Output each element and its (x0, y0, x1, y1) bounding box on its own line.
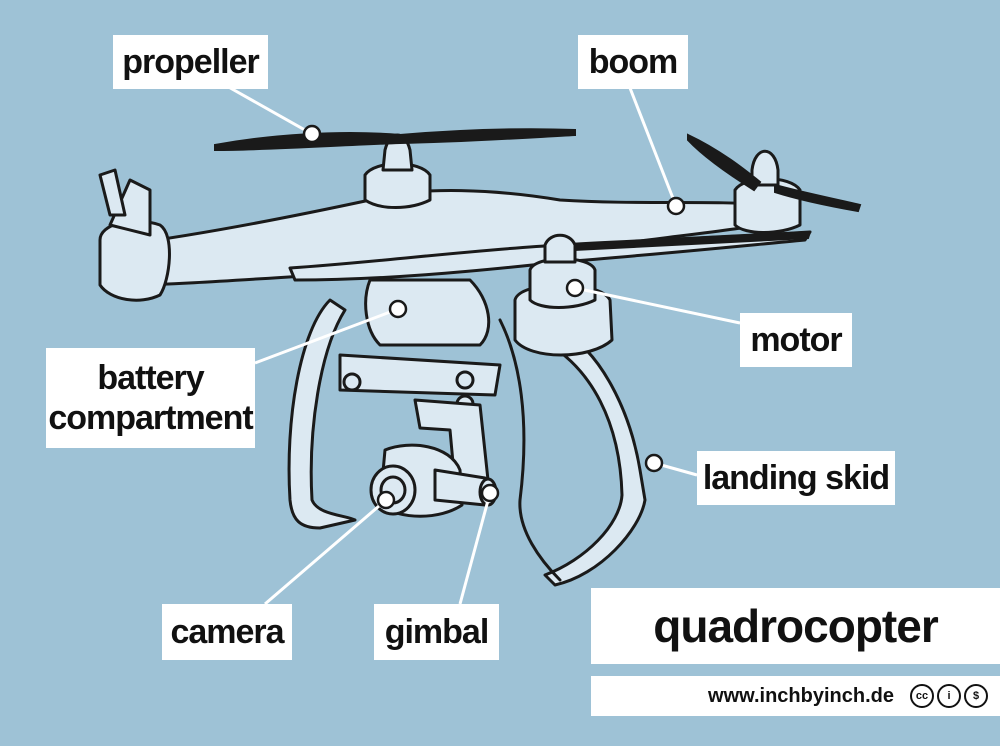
label-gimbal-text: gimbal (384, 613, 490, 651)
label-propeller-text: propeller (122, 43, 259, 81)
label-battery-line2: compartment (48, 399, 253, 437)
credit-bar: www.inchbyinch.de cc i $ (591, 676, 1000, 716)
diagram-title-text: quadrocopter (653, 600, 938, 652)
label-camera-text: camera (170, 613, 284, 651)
battery-marker (388, 299, 408, 319)
motor-marker (565, 278, 585, 298)
propeller-marker (302, 124, 322, 144)
by-attribution-icon: i (937, 684, 961, 708)
label-landing-skid-text: landing skid (702, 459, 890, 497)
label-motor: motor (740, 313, 852, 367)
label-boom: boom (578, 35, 688, 89)
gimbal-marker (480, 483, 500, 503)
landing-skid-marker (644, 453, 664, 473)
label-motor-text: motor (750, 321, 842, 359)
landing-skid-right (543, 328, 647, 587)
label-propeller: propeller (113, 35, 268, 89)
label-battery-compartment: battery compartment (46, 348, 255, 448)
noncommercial-icon: $ (964, 684, 988, 708)
camera-marker (376, 490, 396, 510)
label-battery-line1: battery (97, 359, 204, 397)
landing-skid-left (287, 298, 357, 530)
label-boom-text: boom (588, 43, 679, 81)
label-landing-skid: landing skid (697, 451, 895, 505)
diagram-title: quadrocopter (591, 588, 1000, 664)
label-camera: camera (162, 604, 292, 660)
label-gimbal: gimbal (374, 604, 499, 660)
boom-marker (666, 196, 686, 216)
credit-url[interactable]: www.inchbyinch.de (708, 684, 894, 707)
cc-icon: cc (910, 684, 934, 708)
license-badges: cc i $ (910, 684, 988, 708)
